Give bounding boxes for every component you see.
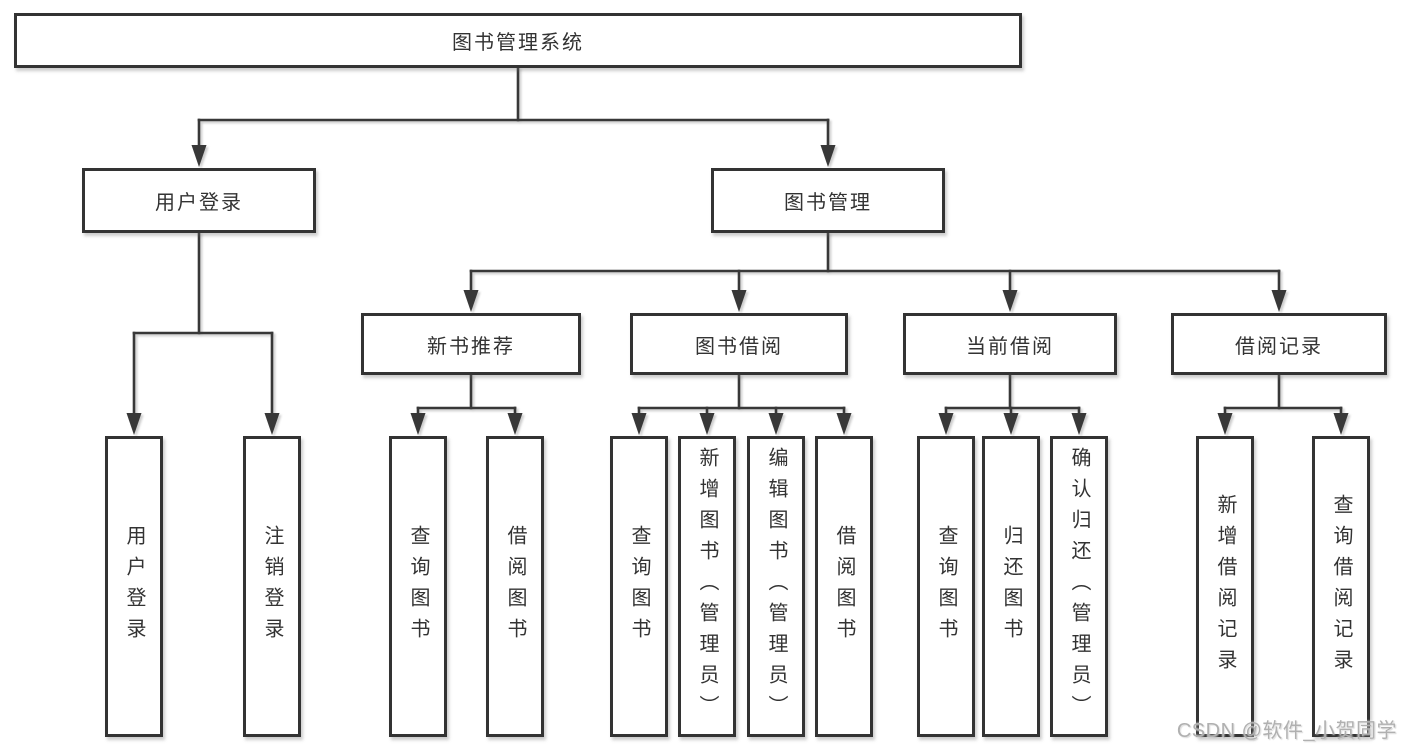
leaf-query-book-current: 查询图书 [917, 436, 975, 737]
leaf-query-book-borrow-label: 查询图书 [628, 524, 650, 649]
leaf-return-book-label: 归还图书 [1000, 524, 1022, 649]
leaf-borrow-book-label: 借阅图书 [833, 524, 855, 649]
leaf-query-borrow-record-label: 查询借阅记录 [1330, 493, 1352, 680]
leaf-edit-book-label: 编辑图书（管理员） [765, 447, 787, 726]
node-borrow-records: 借阅记录 [1171, 313, 1387, 375]
node-borrow-records-label: 借阅记录 [1235, 335, 1323, 358]
leaf-edit-book: 编辑图书（管理员） [747, 436, 805, 737]
leaf-user-login: 用户登录 [105, 436, 163, 737]
node-root: 图书管理系统 [14, 13, 1022, 68]
leaf-return-book: 归还图书 [982, 436, 1040, 737]
leaf-add-book-label: 新增图书（管理员） [696, 447, 718, 726]
leaf-query-book-current-label: 查询图书 [935, 524, 957, 649]
leaf-query-book-rec-label: 查询图书 [407, 524, 429, 649]
node-book-mgmt: 图书管理 [711, 168, 945, 233]
node-current-borrow: 当前借阅 [903, 313, 1117, 375]
node-new-book-rec: 新书推荐 [361, 313, 581, 375]
leaf-user-login-label: 用户登录 [123, 524, 145, 649]
leaf-query-book-borrow: 查询图书 [610, 436, 668, 737]
leaf-add-borrow-record-label: 新增借阅记录 [1214, 493, 1236, 680]
leaf-query-borrow-record: 查询借阅记录 [1312, 436, 1370, 737]
leaf-logout: 注销登录 [243, 436, 301, 737]
leaf-borrow-book: 借阅图书 [815, 436, 873, 737]
leaf-confirm-return: 确认归还（管理员） [1050, 436, 1108, 737]
leaf-query-book-rec: 查询图书 [389, 436, 447, 737]
leaf-borrow-book-rec: 借阅图书 [486, 436, 544, 737]
node-root-label: 图书管理系统 [452, 32, 584, 54]
leaf-logout-label: 注销登录 [261, 524, 283, 649]
leaf-add-borrow-record: 新增借阅记录 [1196, 436, 1254, 737]
node-user-login: 用户登录 [82, 168, 316, 233]
node-book-borrow-label: 图书借阅 [695, 335, 783, 358]
watermark-text: CSDN @软件_小贺同学 [1176, 720, 1397, 742]
node-book-borrow: 图书借阅 [630, 313, 848, 375]
node-book-mgmt-label: 图书管理 [784, 192, 872, 214]
leaf-add-book: 新增图书（管理员） [678, 436, 736, 737]
node-user-login-label: 用户登录 [155, 192, 243, 214]
node-current-borrow-label: 当前借阅 [966, 335, 1054, 358]
leaf-borrow-book-rec-label: 借阅图书 [504, 524, 526, 649]
node-new-book-rec-label: 新书推荐 [427, 335, 515, 358]
leaf-confirm-return-label: 确认归还（管理员） [1068, 447, 1090, 726]
